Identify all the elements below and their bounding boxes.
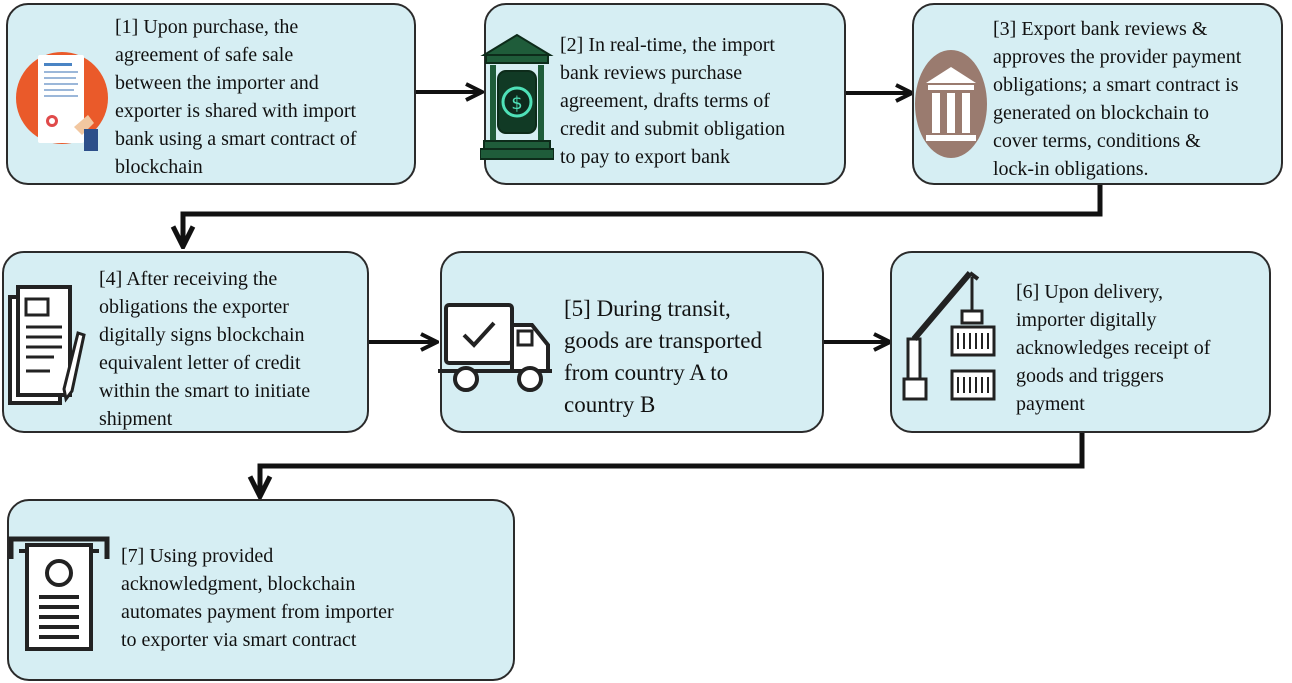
- step-6-text: [6] Upon delivery, importer digitally ac…: [1016, 281, 1211, 415]
- step-6-box: [6] Upon delivery, importer digitally ac…: [890, 251, 1271, 433]
- import-bank-icon: $: [480, 33, 554, 160]
- contract-document-icon: [16, 52, 108, 151]
- signing-documents-icon: [8, 285, 86, 405]
- step-1-box: [1] Upon purchase, the agreement of safe…: [6, 3, 416, 185]
- payment-receipt-icon: [8, 536, 110, 651]
- step-1-text: [1] Upon purchase, the agreement of safe…: [115, 16, 357, 178]
- step-3-box: [3] Export bank reviews & approves the p…: [912, 3, 1283, 185]
- step-3-text: [3] Export bank reviews & approves the p…: [993, 18, 1242, 180]
- arrow-3-to-4: [183, 185, 1103, 244]
- step-5-box: [5] During transit, goods are transporte…: [438, 251, 824, 433]
- delivery-truck-icon: [438, 303, 552, 392]
- step-2-box: $ [2] In real-time, the import bank revi…: [480, 3, 846, 185]
- step-2-text: [2] In real-time, the import bank review…: [560, 34, 785, 168]
- step-5-text: [5] During transit, goods are transporte…: [564, 296, 762, 417]
- crane-containers-icon: [902, 271, 996, 401]
- step-7-text: [7] Using provided acknowledgment, block…: [121, 545, 394, 651]
- arrow-6-to-7: [260, 433, 1085, 494]
- step-4-box: [4] After receiving the obligations the …: [2, 251, 369, 433]
- export-bank-icon: [915, 50, 987, 158]
- step-7-box: [7] Using provided acknowledgment, block…: [7, 499, 515, 681]
- svg-text:$: $: [511, 93, 522, 114]
- step-4-text: [4] After receiving the obligations the …: [99, 268, 311, 430]
